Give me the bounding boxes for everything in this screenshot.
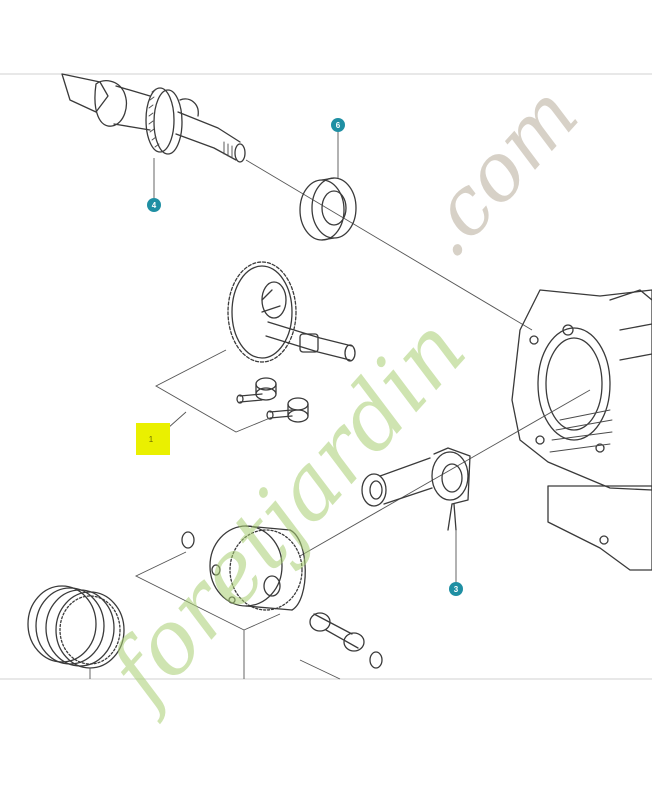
callout-6[interactable]: 6 xyxy=(331,118,345,132)
callout-3[interactable]: 3 xyxy=(449,582,463,596)
callout-3-label: 3 xyxy=(454,585,459,594)
callout-4-label: 4 xyxy=(152,201,157,210)
camshaft-gear-part xyxy=(227,261,356,363)
watermark-green: foretjardin xyxy=(85,298,485,727)
watermark-grey: .com xyxy=(397,68,596,275)
connecting-rod-part xyxy=(361,447,471,531)
crank-axis-line xyxy=(245,159,533,331)
piston-group-bracket xyxy=(134,551,341,680)
kit-marker-label: 1 xyxy=(149,435,154,444)
kit-bracket-lines xyxy=(155,349,271,433)
circlips-part xyxy=(181,531,383,669)
piston-rings-part xyxy=(27,585,125,669)
valve-lifters-part xyxy=(236,377,309,423)
piston-axis-line xyxy=(299,389,591,557)
piston-part xyxy=(209,525,306,611)
oil-seal-part xyxy=(299,177,357,241)
piston-pin-part xyxy=(309,612,365,652)
crankshaft-part xyxy=(61,73,246,163)
cylinder-block-part xyxy=(511,289,652,571)
kit-marker-1[interactable]: 1 xyxy=(136,423,170,455)
callout-4[interactable]: 4 xyxy=(147,198,161,212)
callout-6-label: 6 xyxy=(336,121,341,130)
